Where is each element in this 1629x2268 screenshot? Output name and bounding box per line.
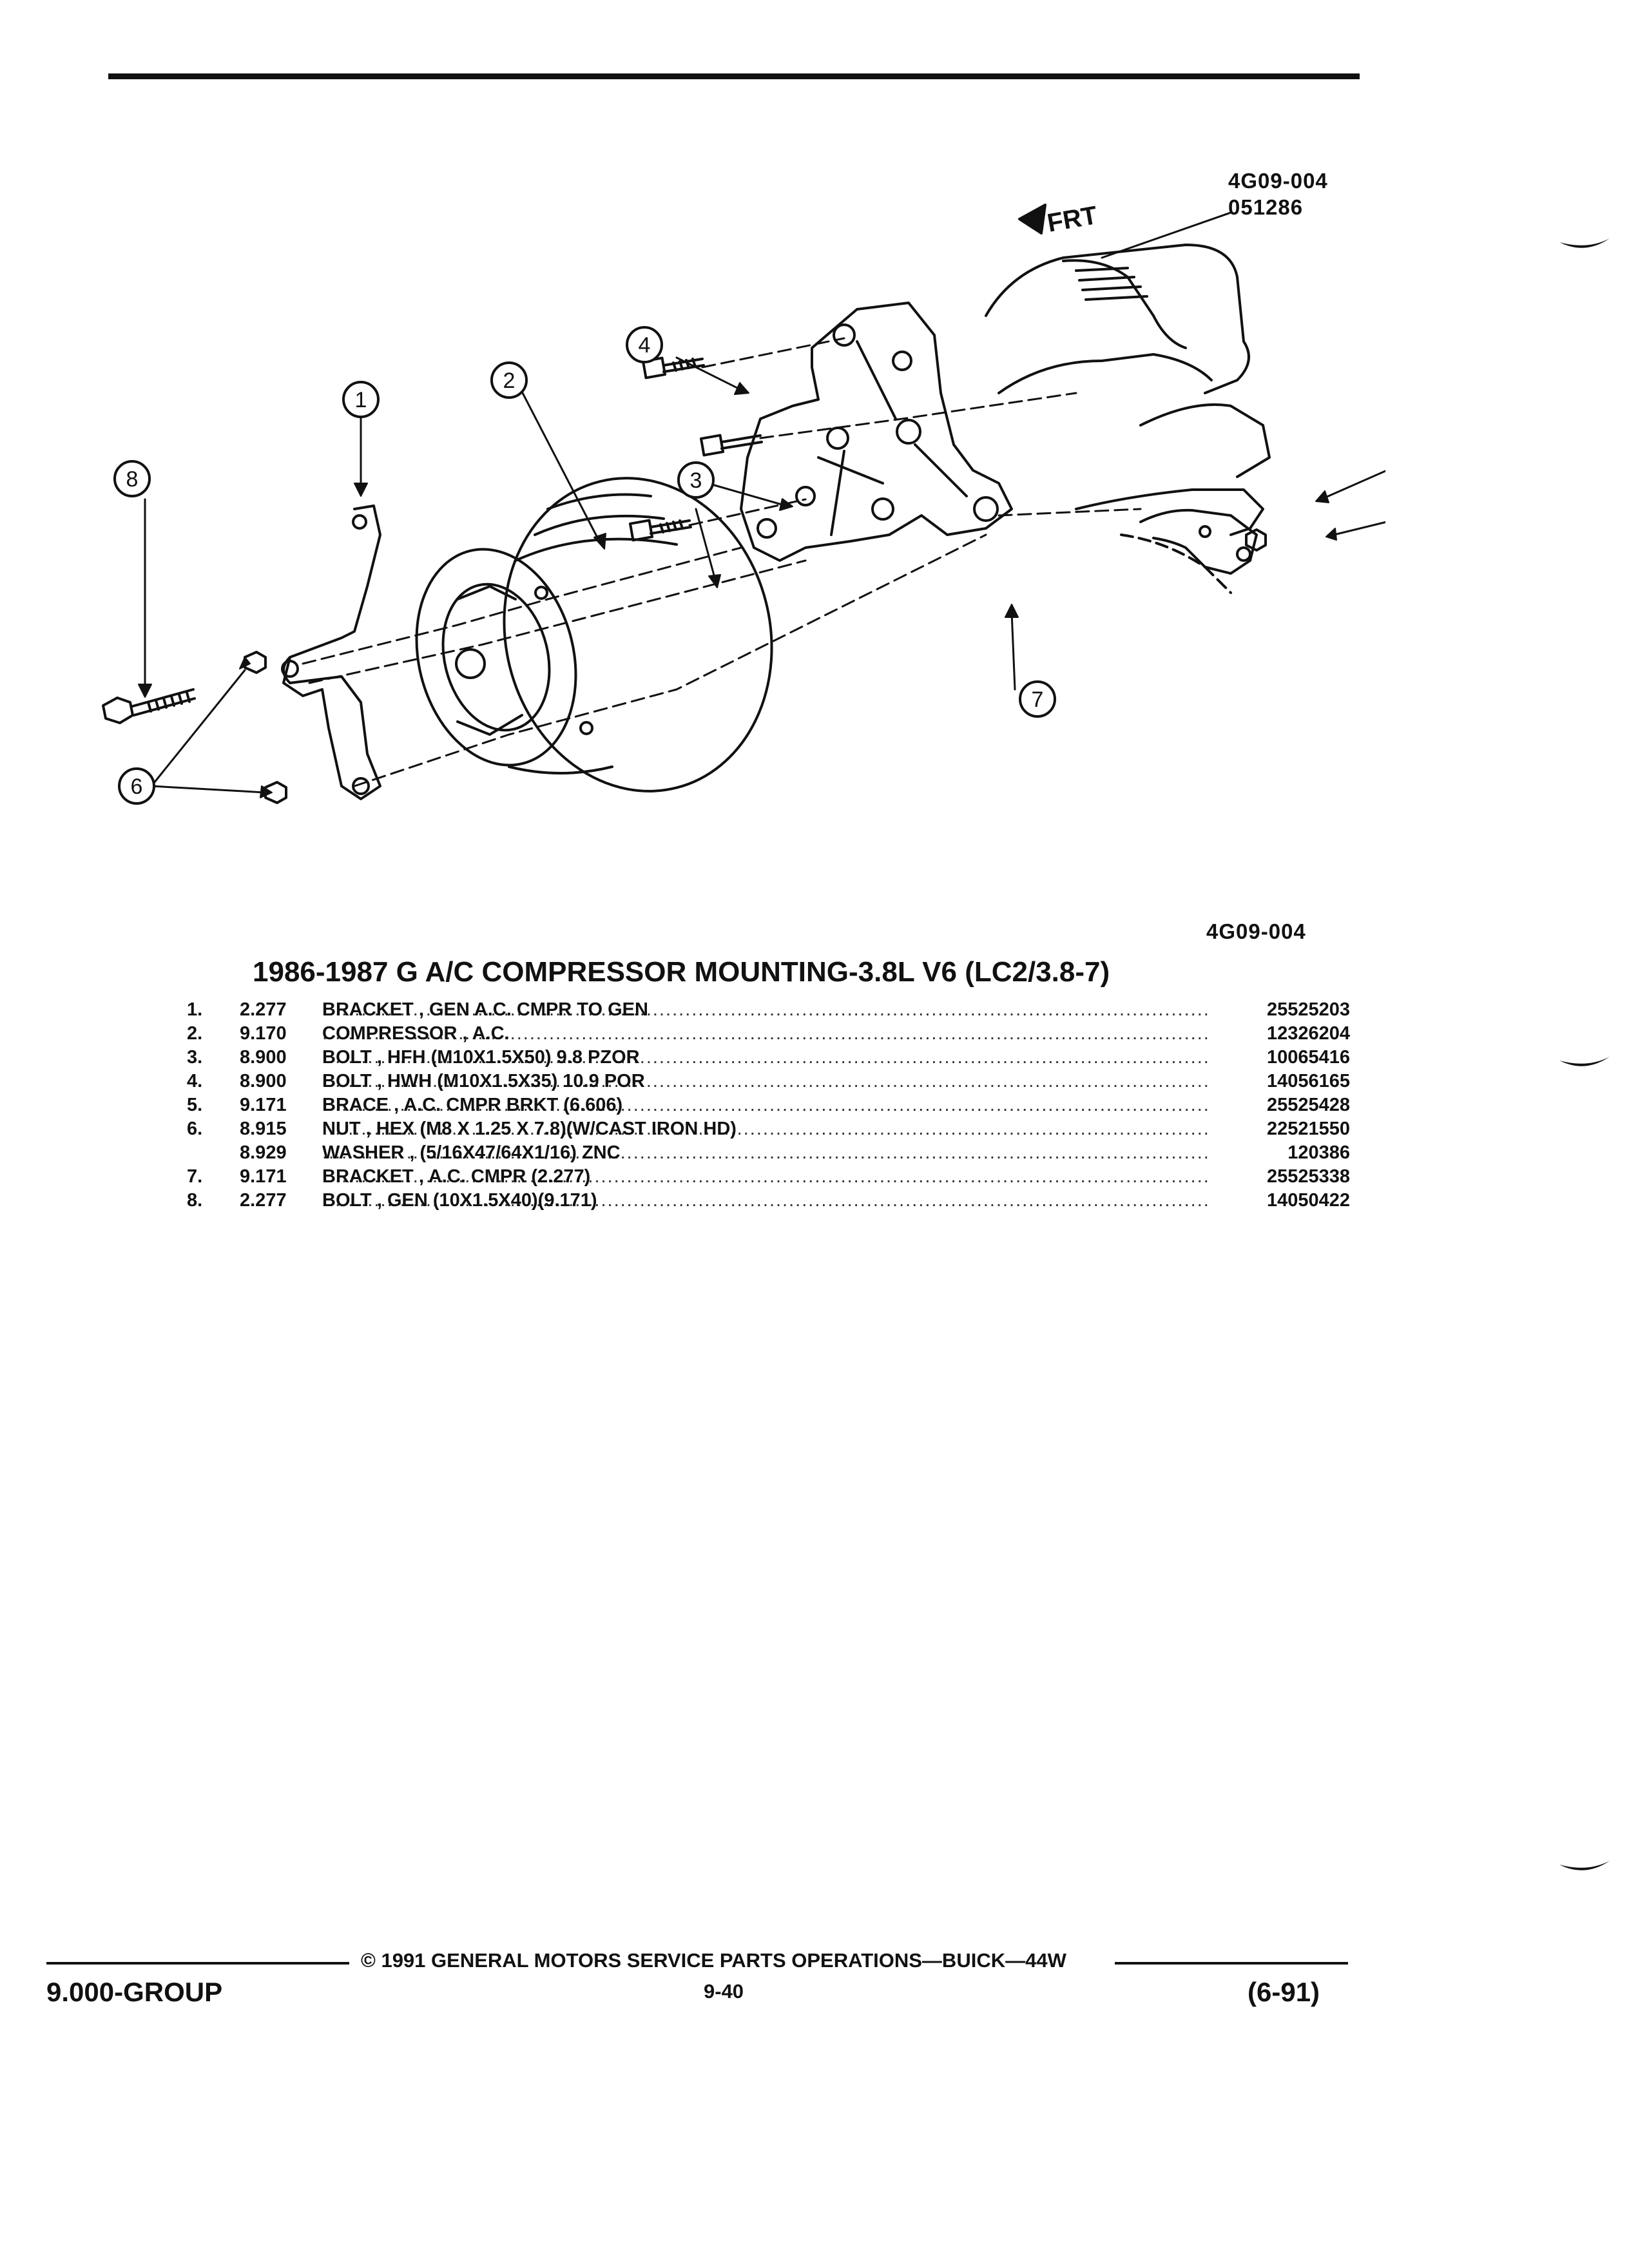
leader-dots: ........................................… [322, 1166, 1211, 1187]
footer-copyright: © 1991 GENERAL MOTORS SERVICE PARTS OPER… [361, 1949, 1066, 1972]
part-description: COMPRESSOR , A.C. [322, 1023, 510, 1044]
callout-1: 1 [355, 388, 367, 412]
part-description: BOLT , HFH (M10X1.5X50) 9.8 PZOR [322, 1047, 640, 1068]
parts-list-title: 1986-1987 G A/C COMPRESSOR MOUNTING-3.8L… [253, 956, 1110, 988]
group-number: 8.915 [240, 1119, 287, 1139]
callout-4: 4 [639, 333, 651, 358]
leader-dots: ........................................… [322, 1071, 1211, 1091]
part-row: 4. 8.900 ...............................… [187, 1071, 1350, 1095]
group-number: 8.900 [240, 1047, 287, 1068]
part-row: 1. 2.277 ...............................… [187, 999, 1350, 1023]
figure-code-bottom: 4G09-004 [1206, 919, 1306, 943]
leader-dots: ........................................… [322, 1142, 1211, 1163]
footer-date: (6-91) [1248, 1977, 1320, 2007]
part-description: BOLT , GEN (10X1.5X40)(9.171) [322, 1190, 597, 1211]
group-number: 9.171 [240, 1166, 287, 1187]
callout-8: 8 [126, 467, 139, 492]
leader-dots: ........................................… [322, 999, 1211, 1020]
part-description: WASHER , (5/16X47/64X1/16) ZNC [322, 1142, 621, 1163]
part-row: 8.929 ..................................… [187, 1142, 1350, 1166]
part-number: 120386 [1287, 1142, 1350, 1163]
footer-rule-right [1115, 1962, 1348, 1965]
top-rule [108, 73, 1360, 79]
bolt-3a [699, 434, 763, 457]
bolt-8 [102, 688, 196, 724]
engine-block [985, 244, 1271, 594]
scan-mark-bottom [1559, 1861, 1610, 1870]
leader-dots: ........................................… [322, 1095, 1211, 1115]
leader-dots: ........................................… [322, 1190, 1211, 1211]
bracket-1 [281, 505, 381, 800]
part-row: 5. 9.171 ...............................… [187, 1095, 1350, 1119]
group-number: 2.277 [240, 999, 287, 1020]
group-number: 9.170 [240, 1023, 287, 1044]
item-number: 5. [187, 1095, 203, 1115]
leader-dots: ........................................… [322, 1047, 1211, 1068]
figure-date: 051286 [1228, 195, 1304, 219]
parts-list: 1. 2.277 ...............................… [187, 999, 1350, 1214]
compressor-2 [415, 477, 773, 793]
page-number: 9-40 [704, 1980, 744, 2003]
nut-6a [244, 651, 267, 674]
scan-mark-middle [1559, 1057, 1610, 1066]
part-description: BRACE , A.C. CMPR BRKT (6.606) [322, 1095, 623, 1115]
part-row: 7. 9.171 ...............................… [187, 1166, 1350, 1190]
callout-2: 2 [503, 369, 516, 393]
part-number: 14056165 [1266, 1071, 1350, 1091]
item-number: 2. [187, 1023, 203, 1044]
callout-3: 3 [690, 468, 702, 493]
item-number: 4. [187, 1071, 203, 1091]
group-number: 9.171 [240, 1095, 287, 1115]
item-number: 1. [187, 999, 203, 1020]
part-number: 10065416 [1266, 1047, 1350, 1068]
item-number: 3. [187, 1047, 203, 1068]
group-number: 8.900 [240, 1071, 287, 1091]
nut-6b [264, 781, 287, 804]
part-description: BRACKET , A.C. CMPR (2.277) [322, 1166, 591, 1187]
item-number: 6. [187, 1119, 203, 1139]
footer-rule-left [46, 1962, 349, 1965]
figure-code: 4G09-004 [1228, 169, 1328, 193]
part-number: 25525428 [1266, 1095, 1350, 1115]
part-row: 6. 8.915 ...............................… [187, 1119, 1350, 1142]
exploded-view-illustration: 1 2 4 3 5 6 7 8 6 FRT [102, 201, 1385, 805]
bolt-3b [628, 519, 692, 542]
part-number: 12326204 [1266, 1023, 1350, 1044]
bracket-7 [740, 302, 1013, 562]
item-number: 8. [187, 1190, 203, 1211]
part-number: 25525203 [1266, 999, 1350, 1020]
footer-group: 9.000-GROUP [46, 1977, 223, 2007]
bolt-4 [641, 356, 705, 380]
nut-6c [1245, 528, 1267, 552]
front-arrow-icon [1018, 204, 1046, 235]
brace-5 [1139, 508, 1258, 575]
part-row: 2. 9.170 ...............................… [187, 1023, 1350, 1047]
part-row: 8. 2.277 ...............................… [187, 1190, 1350, 1214]
part-description: BRACKET , GEN A.C. CMPR TO GEN [322, 999, 648, 1020]
callout-6-left: 6 [131, 774, 143, 799]
part-row: 3. 8.900 ...............................… [187, 1047, 1350, 1071]
item-number: 7. [187, 1166, 203, 1187]
callout-7: 7 [1032, 687, 1044, 712]
part-number: 25525338 [1266, 1166, 1350, 1187]
part-number: 14050422 [1266, 1190, 1350, 1211]
part-number: 22521550 [1266, 1119, 1350, 1139]
group-number: 8.929 [240, 1142, 287, 1163]
leader-dots: ........................................… [322, 1119, 1211, 1139]
scan-mark-top [1559, 238, 1610, 248]
part-description: NUT , HEX (M8 X 1.25 X 7.8)(W/CAST IRON … [322, 1119, 737, 1139]
front-label: FRT [1045, 201, 1099, 238]
group-number: 2.277 [240, 1190, 287, 1211]
part-description: BOLT , HWH (M10X1.5X35) 10.9 POR [322, 1071, 645, 1091]
leader-dots: ........................................… [322, 1023, 1211, 1044]
